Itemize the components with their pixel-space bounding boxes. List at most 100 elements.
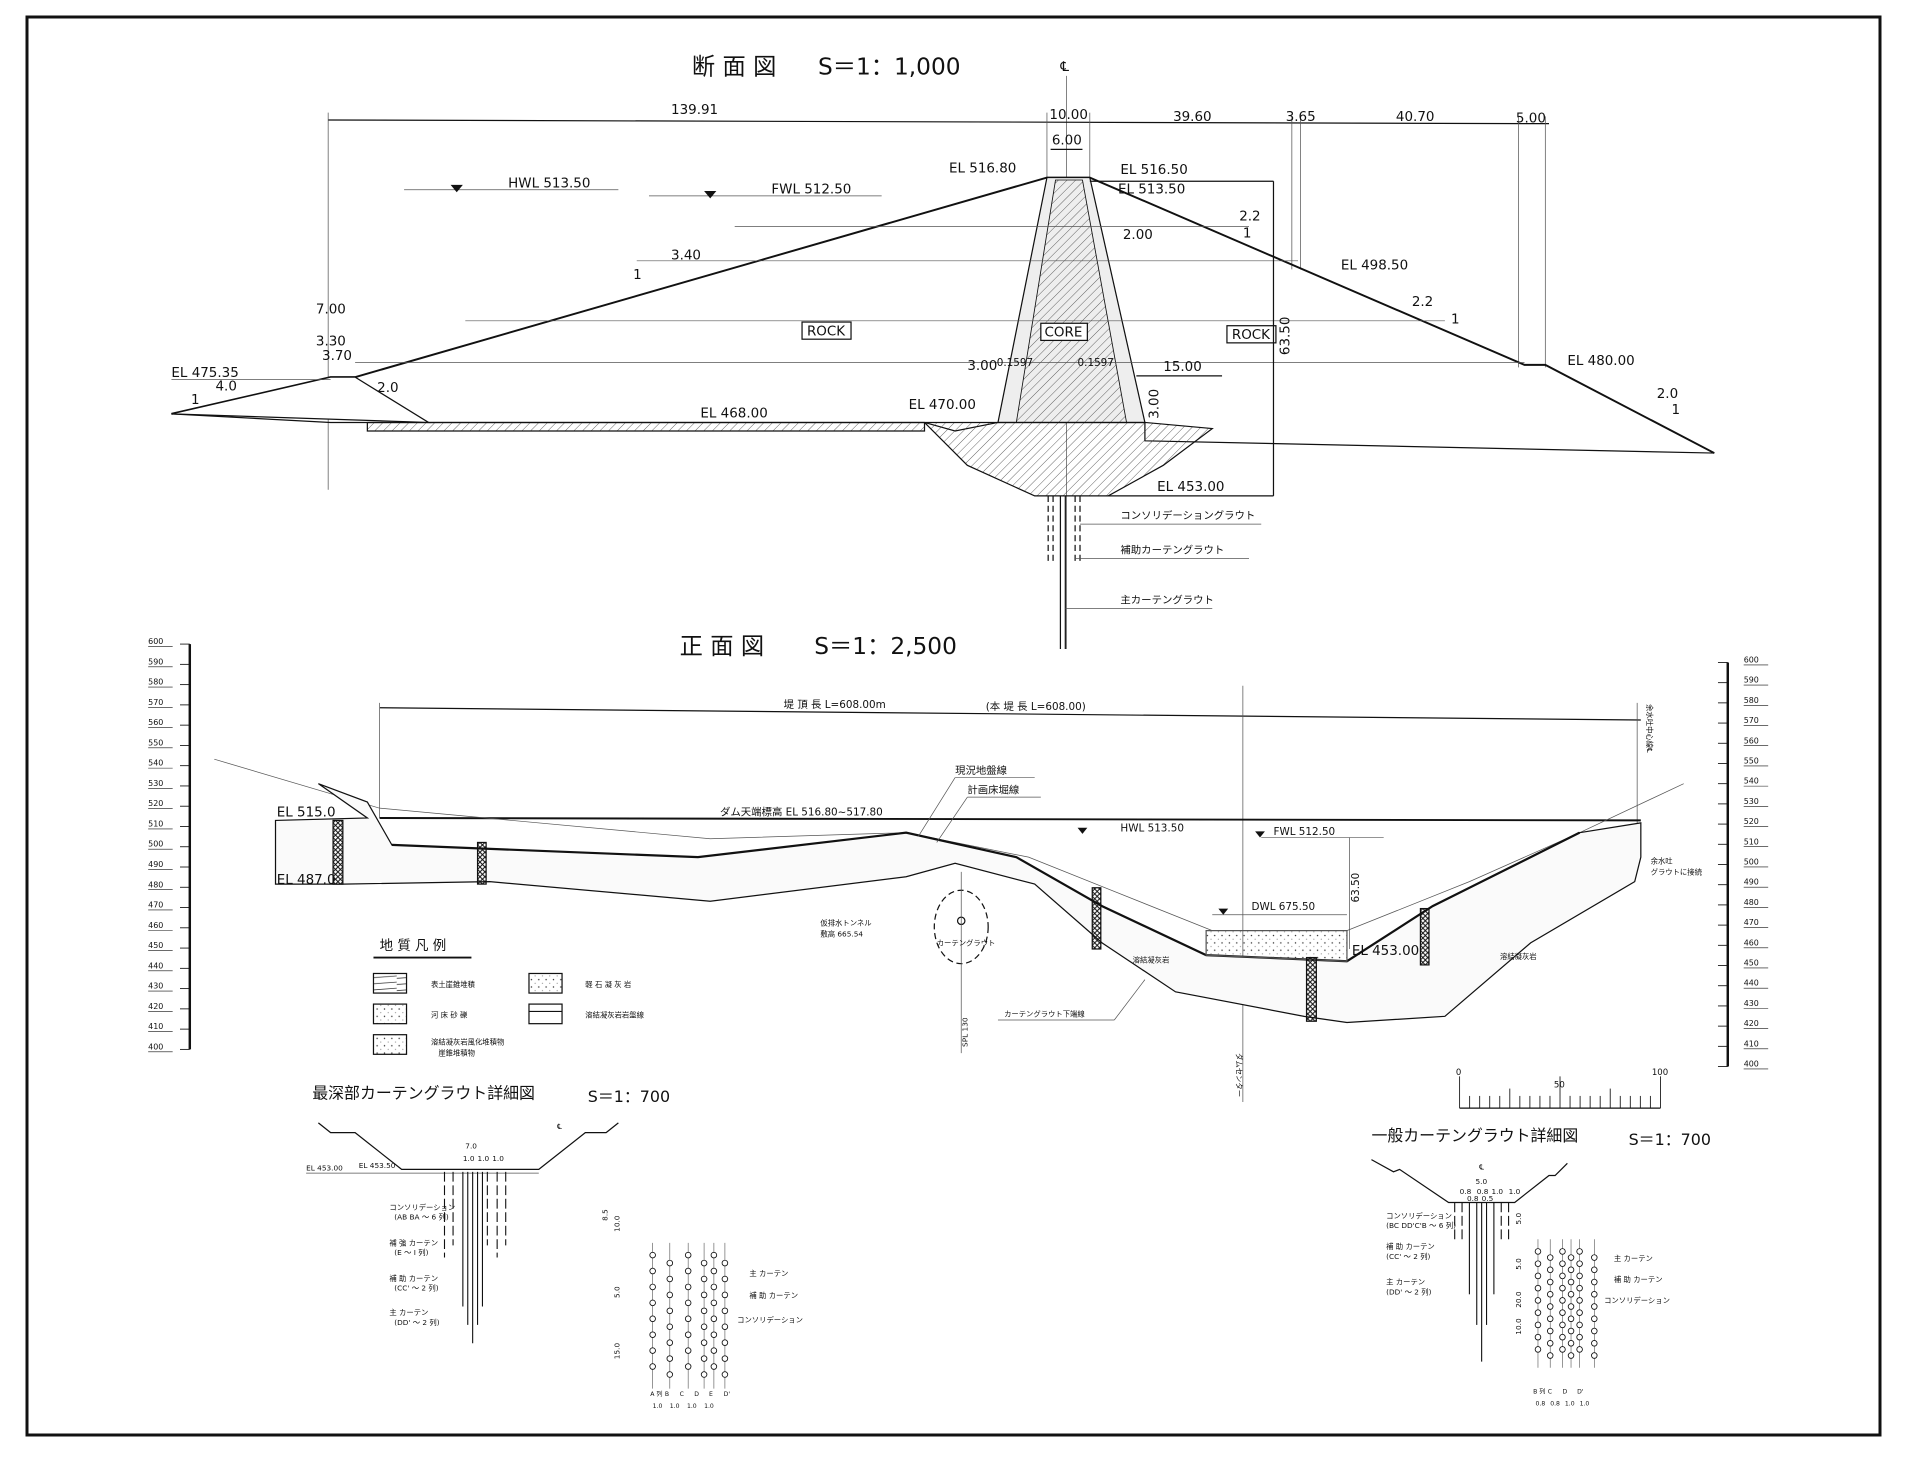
geology-legend: 地 質 凡 例 表土崖錐堆積 軽 石 凝 灰 岩 河 床 砂 礫 溶結凝灰岩岩盤… [372, 938, 645, 1058]
spl-label: SPL 130 [960, 1017, 969, 1047]
fault-zones [332, 819, 1430, 1022]
el-480: EL 480.00 [1567, 354, 1634, 369]
scale-label: 420 [148, 1002, 163, 1011]
scale-label: 540 [1744, 777, 1759, 786]
dam-center-label: ダムセンター [1235, 1053, 1244, 1097]
grout-hole-plan [1534, 1346, 1542, 1353]
grout-hole-plan [1534, 1272, 1542, 1280]
elevation-scale-right: 6005905805705605505405305205105004904804… [1717, 655, 1769, 1070]
grout-hole-plan [721, 1259, 729, 1267]
scale-label: 500 [1744, 857, 1759, 866]
welded-tuff-label: 溶結凝灰岩 [1500, 952, 1537, 961]
drawing-frame [25, 15, 1882, 1437]
core-zone-box [1040, 322, 1088, 342]
row-spacing: 0.8 [1536, 1401, 1546, 1408]
row-label: B 列 [1533, 1387, 1545, 1395]
grout-hole-plan [710, 1315, 718, 1323]
el-475: EL 475.35 [171, 366, 238, 381]
grout-holes-section [1454, 1202, 1510, 1362]
scale-label: 490 [148, 860, 163, 869]
grout-hole-plan [1546, 1278, 1554, 1286]
grout-rows: (DD' ～ 2 列) [1386, 1287, 1431, 1296]
grout-rows: (DD' ～ 2 列) [394, 1318, 439, 1327]
dim-label: 39.60 [1173, 110, 1212, 125]
detail-deep-title: 最深部カーテングラウト詳細図 [312, 1083, 535, 1102]
scale-label: 570 [148, 698, 163, 707]
front-fwl-label: FWL 512.50 [1273, 826, 1335, 838]
grout-hole-plan [1546, 1340, 1554, 1347]
grout-hole-plan [1559, 1321, 1566, 1329]
legend-item-label: 表土崖錐堆積 [431, 980, 476, 989]
grout-hole-plan [700, 1371, 708, 1378]
scale-label: 430 [148, 982, 163, 991]
legend-item-label: 河 床 砂 礫 [431, 1011, 468, 1020]
grout-bottom-label: カーテングラウト下端線 [1004, 1009, 1085, 1018]
rock-label: ROCK [807, 325, 846, 340]
grout-hole-plan [1559, 1272, 1566, 1280]
grout-hole-plan [649, 1315, 656, 1323]
cutoff-trench [366, 421, 1214, 497]
grout-main-label: 主カーテングラウト [1120, 594, 1214, 607]
grout-hole-plan [1591, 1278, 1598, 1286]
grout-hole-plan [649, 1251, 656, 1259]
grout-hole-plan [1576, 1260, 1583, 1267]
grout-hole-plan [1567, 1327, 1575, 1335]
grout-hole-plan [1559, 1346, 1566, 1353]
row-label: B [665, 1391, 669, 1398]
welded-tuff-label: 溶結凝灰岩 [1133, 955, 1170, 964]
spillway-grout-label: グラウトに接続 [1651, 867, 1703, 876]
grout-hole-plan [684, 1299, 692, 1307]
scale-label: 510 [148, 819, 163, 828]
section-view: 断 面 図 S＝1：1,000 ℄ 139.91 10.00 39.60 3.6… [171, 54, 1715, 649]
grout-hole-plan [1534, 1297, 1542, 1304]
spillway-grout-label: 余水吐 [1651, 856, 1674, 865]
front-view: 正 面 図 S＝1：2,500 600590580570560550540530… [148, 633, 1769, 1109]
grout-hole-plan [710, 1331, 718, 1338]
grout-hole-plan [721, 1307, 729, 1315]
grout-type: 補 助 カーテン [1386, 1242, 1435, 1251]
berm-370: 3.70 [322, 349, 352, 364]
grout-hole-plan [721, 1339, 729, 1346]
scale-label: 600 [148, 637, 163, 646]
front-el-453: EL 453.00 [1352, 944, 1419, 959]
grout-type: 補 強 カーテン [389, 1238, 438, 1247]
el-453: EL 453.00 [1157, 480, 1224, 495]
dim-label: 3.65 [1286, 110, 1316, 125]
filter-3: 3.00 [967, 359, 997, 374]
scale-label: 400 [1744, 1060, 1759, 1069]
grout-hole-plan [710, 1347, 718, 1354]
row-label: D [1562, 1388, 1567, 1395]
scale-label: 510 [1744, 837, 1759, 846]
scale-label: 560 [1744, 736, 1759, 745]
scale-label: 570 [1744, 716, 1759, 725]
plan-label: 主 カーテン [749, 1269, 788, 1278]
el-468: EL 468.00 [700, 407, 767, 422]
front-scale: S＝1：2,500 [814, 633, 957, 660]
grout-hole-plan [649, 1347, 656, 1354]
slope-one: 1 [191, 393, 200, 408]
grout-hole-plan [666, 1355, 674, 1362]
grout-hole-plan [1591, 1315, 1598, 1323]
grout-hole-plan [721, 1371, 729, 1378]
spacing-label: 0.8 [1467, 1194, 1479, 1203]
row-label: A 列 [650, 1390, 662, 1398]
riverbed-gravel [1205, 930, 1348, 962]
plan-label: コンソリデーション [1604, 1296, 1670, 1305]
scale-bar-label: 100 [1652, 1068, 1668, 1078]
existing-ground-label: 現況地盤線 [955, 764, 1008, 777]
excavation-line [391, 831, 1581, 963]
grout-hole-plan [666, 1339, 674, 1346]
dim-label: 10.00 [1049, 108, 1088, 123]
grout-hole-plan [1559, 1333, 1566, 1341]
spacing-label: 1.0 [478, 1154, 490, 1163]
grout-auxiliary-label: 補助カーテングラウト [1120, 543, 1224, 556]
row-label: D' [1577, 1388, 1584, 1395]
legend-swatch-dots [528, 972, 563, 994]
grout-hole-plan [684, 1251, 692, 1259]
scale-label: 560 [148, 718, 163, 727]
row-spacing: 1.0 [687, 1403, 697, 1410]
scale-label: 410 [1744, 1039, 1759, 1048]
grout-hole-plan [721, 1323, 729, 1330]
row-label: C [680, 1391, 684, 1398]
